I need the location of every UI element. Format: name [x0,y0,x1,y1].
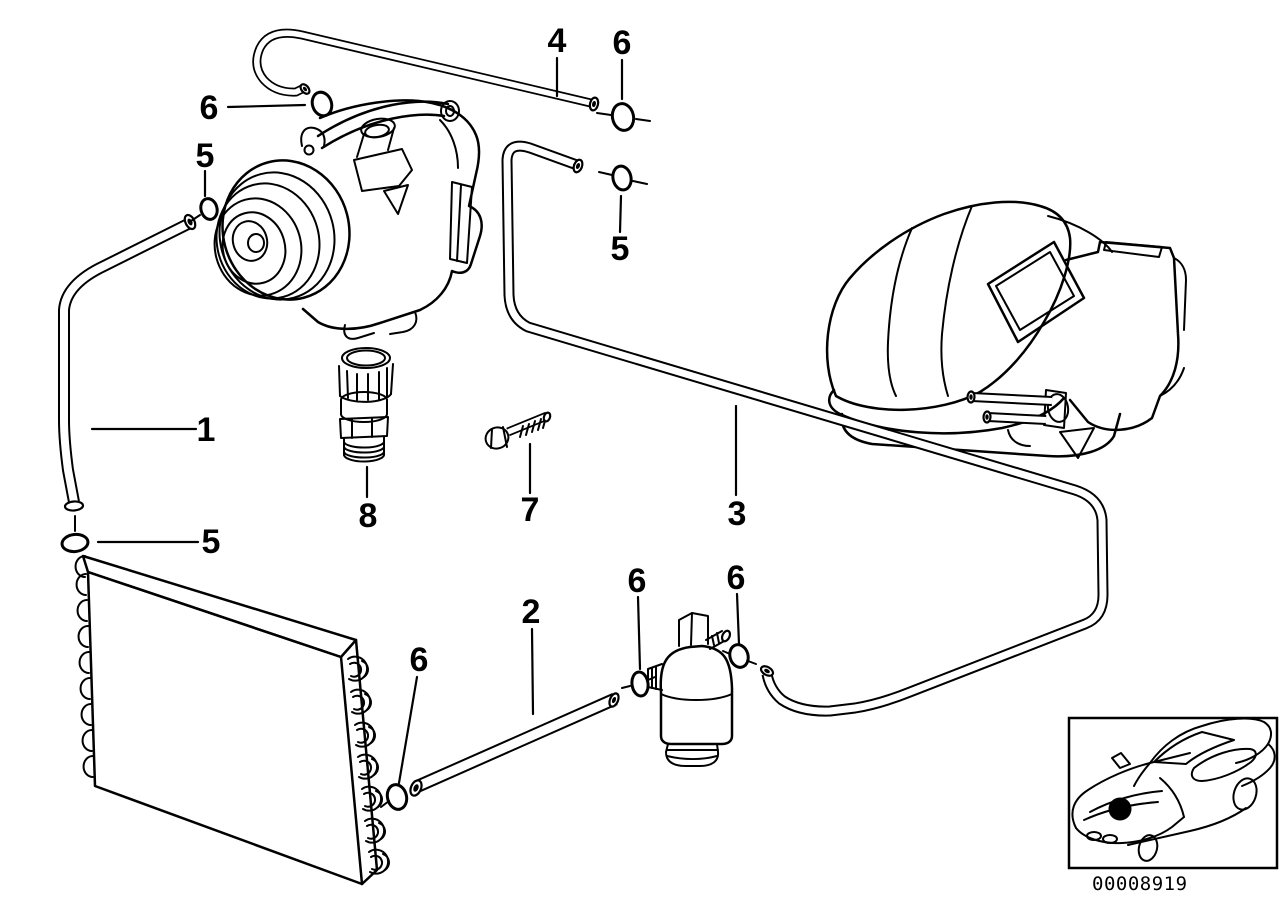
o-ring [611,164,633,192]
condenser [74,554,391,886]
compressor-pulley [213,159,351,301]
callout-6: 6 [200,89,219,127]
o-ring [728,643,750,669]
callout-7: 7 [521,491,540,529]
o-ring [60,532,90,554]
o-ring [630,670,650,698]
o-ring-seals [60,90,757,811]
callout-6: 6 [628,562,647,600]
hose-1 [58,213,197,512]
ac-compressor [213,99,483,340]
pipe-4 [252,28,600,112]
callout-2: 2 [522,593,541,631]
o-ring [310,90,334,118]
evaporator-pipe-stubs [966,390,1053,425]
callout-6: 6 [613,24,632,62]
callout-6: 6 [727,559,746,597]
evaporator-heater-unit [825,200,1187,459]
callout-3: 3 [728,495,747,533]
callout-5: 5 [202,523,221,561]
car-location-thumbnail: 00008919 [1067,716,1279,895]
pipe-2 [409,692,620,797]
o-ring [385,783,409,811]
callout-6: 6 [410,641,429,679]
callout-1: 1 [197,411,216,449]
pipe-3 [501,140,1109,717]
diagram-code: 00008919 [1092,873,1188,895]
location-dot [1108,797,1132,821]
service-valve [338,347,394,463]
leader-lines [90,56,741,785]
callout-5: 5 [196,137,215,175]
car-icon [1071,717,1276,862]
callout-4: 4 [548,22,567,60]
receiver-drier [647,612,734,767]
hex-bolt [484,411,552,450]
o-ring [610,102,636,132]
callout-5: 5 [611,230,630,268]
callout-8: 8 [359,497,378,535]
callout-labels: 6 5 4 6 5 1 8 7 3 5 2 6 6 6 [196,22,747,679]
o-ring [199,197,219,221]
